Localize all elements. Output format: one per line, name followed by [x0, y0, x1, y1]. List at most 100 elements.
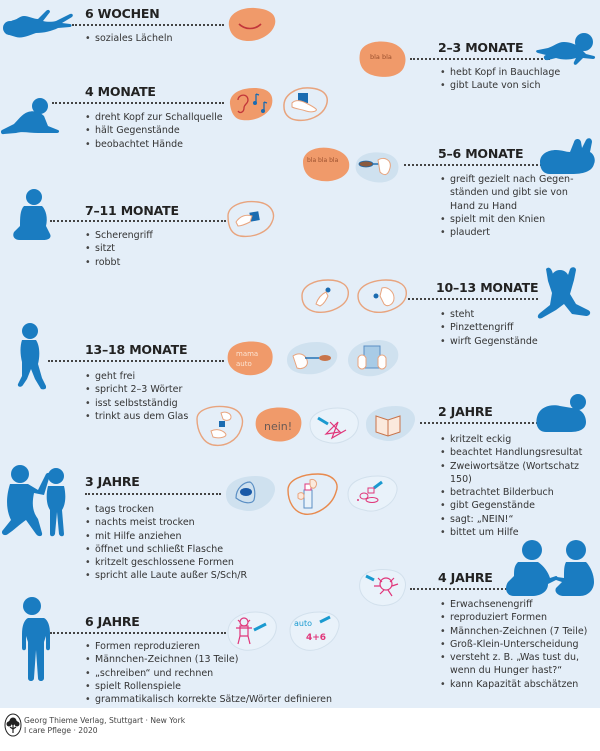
- stage-title-5-6-monate: 5–6 MONATE: [438, 146, 524, 161]
- milestone-list-3-jahre: tags trocken nachts meist trocken mit Hi…: [85, 503, 247, 583]
- open-bottle-bubble-icon: [287, 473, 338, 515]
- drinking-glass-bubble-icon: [348, 340, 399, 377]
- milestone-item: sitzt: [85, 242, 153, 256]
- first-words-bubble-icon: mama auto: [227, 341, 273, 376]
- pincer-grip-bubble-1-icon: [301, 279, 349, 313]
- milestone-item: Männchen-Zeichnen (13 Teile): [85, 653, 332, 667]
- milestone-list-10-13-monate: steht Pinzettengriff wirft Gegenstände: [440, 308, 538, 348]
- milestone-list-5-6-monate: greift gezielt nach Gegen- ständen und g…: [440, 173, 574, 240]
- svg-text:nein!: nein!: [264, 420, 292, 433]
- publisher-line: Georg Thieme Verlag, Stuttgart · New Yor…: [24, 716, 186, 725]
- connector-line: [50, 220, 226, 222]
- milestone-item-continuation: Hand zu Hand: [450, 200, 518, 212]
- stage-title-6-wochen: 6 WOCHEN: [85, 6, 160, 21]
- toddler-walking-silhouette-icon: [17, 323, 46, 390]
- milestone-item: öffnet und schließt Flasche: [85, 543, 247, 557]
- connector-line: [410, 588, 510, 590]
- milestone-item: hält Gegenstände: [85, 124, 223, 138]
- two-children-playing-silhouette-icon: [506, 540, 594, 596]
- milestone-item: bittet um Hilfe: [440, 526, 600, 540]
- connector-line: [85, 493, 221, 495]
- milestone-list-6-jahre: Formen reproduzieren Männchen-Zeichnen (…: [85, 640, 332, 707]
- milestone-item: plaudert: [440, 226, 574, 240]
- connector-line: [50, 632, 226, 634]
- potty-bubble-icon: [226, 476, 276, 512]
- milestone-item: wirft Gegenstände: [440, 335, 538, 349]
- milestone-item: sagt: „NEIN!“: [440, 513, 600, 527]
- milestone-item: hebt Kopf in Bauchlage: [440, 66, 560, 80]
- milestone-item-continuation: wenn du Hunger hast?“: [450, 665, 563, 677]
- milestone-list-6-wochen: soziales Lächeln: [85, 32, 173, 46]
- milestone-item: geht frei: [85, 370, 188, 384]
- milestone-item: mit Hilfe anziehen: [85, 530, 247, 544]
- baby-back-legs-up-silhouette-icon: [540, 138, 595, 174]
- milestone-item: gibt Gegenstände: [440, 499, 600, 513]
- babble-bubble-icon: bla bla: [359, 41, 406, 77]
- milestone-item: Pinzettengriff: [440, 321, 538, 335]
- milestone-item: dreht Kopf zur Schallquelle: [85, 111, 223, 125]
- milestone-item: kritzelt eckig: [440, 433, 600, 447]
- milestone-item: Scherengriff: [85, 229, 153, 243]
- stage-title-2-3-monate: 2–3 MONATE: [438, 40, 524, 55]
- connector-line: [48, 360, 224, 362]
- scribble-closed-shapes-bubble-icon: [347, 475, 398, 512]
- hands-holding-object-bubble-icon: [283, 87, 328, 122]
- stick-figure-drawing-bubble-icon: [359, 569, 406, 606]
- milestone-item: betrachtet Bilderbuch: [440, 486, 600, 500]
- eating-spoon-bubble-icon: [287, 342, 338, 375]
- milestone-item: grammatikalisch korrekte Sätze/Wörter de…: [85, 693, 332, 707]
- milestone-list-4-monate: dreht Kopf zur Schallquelle hält Gegenst…: [85, 111, 223, 151]
- stage-title-6-jahre: 6 JAHRE: [85, 614, 140, 629]
- connector-line: [410, 58, 550, 60]
- milestone-list-7-11-monate: Scherengriff sitzt robbt: [85, 229, 153, 269]
- ear-music-bubble-icon: [229, 88, 273, 121]
- connector-line: [420, 422, 542, 424]
- milestone-list-4-jahre: Erwachsenengriff reproduziert Formen Män…: [440, 598, 587, 691]
- svg-text:bla bla: bla bla: [370, 53, 392, 61]
- connector-line: [408, 298, 538, 300]
- stage-title-2-jahre: 2 JAHRE: [438, 404, 493, 419]
- baby-prone-head-up-silhouette-icon: [536, 33, 596, 65]
- smile-bubble-icon: [228, 7, 276, 42]
- baby-prone-silhouette-icon: [0, 98, 60, 135]
- milestone-item: reproduziert Formen: [440, 611, 587, 625]
- publication-line: I care Pflege · 2020: [24, 726, 98, 735]
- scissor-grip-bubble-icon: [227, 200, 275, 238]
- milestone-item: steht: [440, 308, 538, 322]
- milestone-item: spielt mit den Knien: [440, 213, 574, 227]
- adult-and-child-silhouette-icon: [1, 465, 66, 537]
- connector-line: [404, 164, 554, 166]
- stage-title-3-jahre: 3 JAHRE: [85, 474, 140, 489]
- svg-text:auto: auto: [236, 360, 252, 368]
- stage-title-4-jahre: 4 JAHRE: [438, 570, 493, 585]
- connector-line: [52, 102, 224, 104]
- milestone-item: trinkt aus dem Glas: [85, 410, 188, 424]
- milestone-item: spricht 2–3 Wörter: [85, 383, 188, 397]
- give-object-bubble-icon: [196, 405, 244, 447]
- svg-text:mama: mama: [236, 350, 258, 358]
- hand-grasping-rattle-bubble-icon: [355, 152, 399, 183]
- stage-title-4-monate: 4 MONATE: [85, 84, 156, 99]
- baby-lying-back-silhouette-icon: [3, 9, 73, 38]
- milestone-item: Formen reproduzieren: [85, 640, 332, 654]
- milestone-item: Groß-Klein-Unterscheidung: [440, 638, 587, 652]
- milestone-item: Erwachsenengriff: [440, 598, 587, 612]
- milestone-item: kann Kapazität abschätzen: [440, 678, 587, 692]
- milestone-item: isst selbstständig: [85, 397, 188, 411]
- svg-text:4+6: 4+6: [306, 633, 326, 643]
- publisher-credit: Georg Thieme Verlag, Stuttgart · New Yor…: [24, 716, 185, 736]
- milestone-list-2-jahre: kritzelt eckig beachtet Handlungsresulta…: [440, 433, 600, 540]
- pincer-grip-bubble-2-icon: [357, 279, 407, 313]
- milestone-item: beobachtet Hände: [85, 138, 223, 152]
- milestone-item: spielt Rollenspiele: [85, 680, 332, 694]
- svg-text:auto: auto: [294, 619, 312, 628]
- milestone-item: Männchen-Zeichnen (7 Teile): [440, 625, 587, 639]
- milestone-item-continuation: ständen und gibt sie von: [450, 187, 568, 199]
- publisher-tree-logo-icon: [4, 713, 22, 737]
- milestone-item: soziales Lächeln: [85, 32, 173, 46]
- picture-book-bubble-icon: [366, 406, 416, 442]
- milestone-item: spricht alle Laute außer S/Sch/R: [85, 569, 247, 583]
- connector-line: [72, 24, 224, 26]
- scribble-angular-bubble-icon: [309, 407, 359, 444]
- milestone-item: „schreiben“ und rechnen: [85, 667, 332, 681]
